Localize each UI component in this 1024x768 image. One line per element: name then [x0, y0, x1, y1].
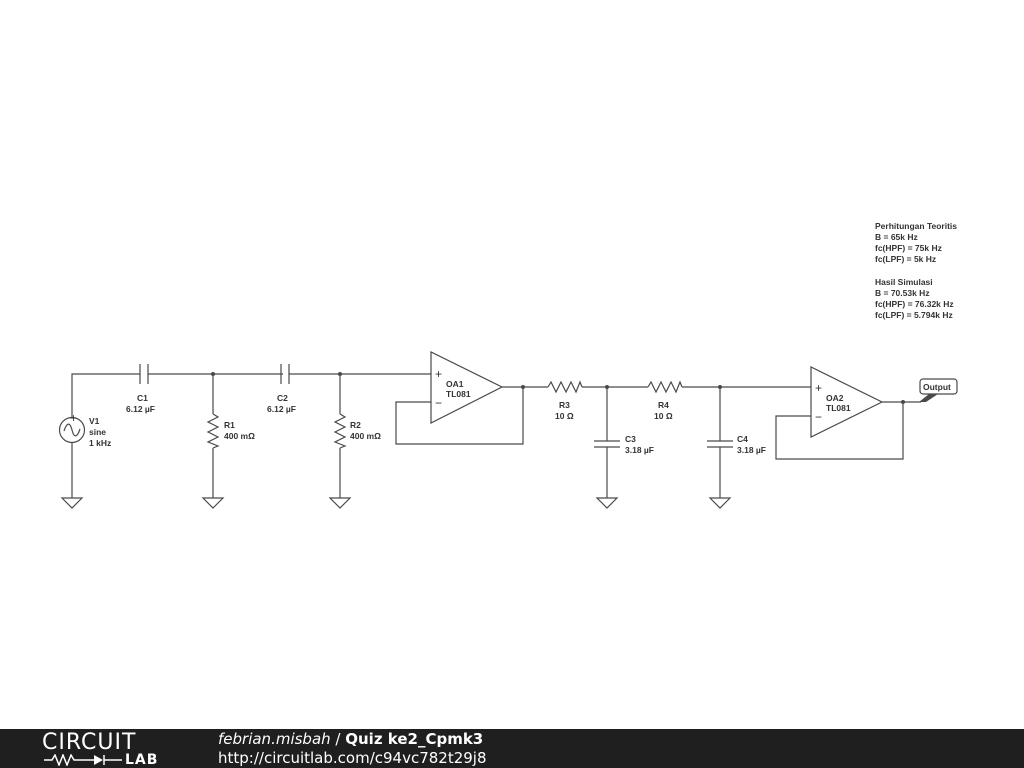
ground-icon [328, 497, 352, 509]
oa1-plus: + [435, 367, 442, 381]
oa2-model: TL081 [826, 403, 851, 413]
junctions [211, 372, 905, 404]
footer-bar: CIRCUIT LAB febrian.misbah / Quiz ke2_Cp… [0, 729, 1024, 768]
resistor-r1[interactable]: R1 400 mΩ [206, 413, 255, 449]
c2-name: C2 [277, 393, 288, 403]
wires [71, 373, 921, 498]
resistor-r2[interactable]: R2 400 mΩ [333, 413, 381, 449]
capacitor-c2[interactable]: C2 6.12 µF [267, 364, 296, 414]
opamp-oa1[interactable]: + − OA1 TL081 [430, 351, 504, 424]
resistor-r3[interactable]: R3 10 Ω [547, 380, 583, 421]
v1-name: V1 [89, 416, 100, 426]
simulation-title: Hasil Simulasi [875, 277, 933, 287]
oa1-minus: − [435, 396, 442, 410]
source-v1[interactable]: + V1 sine 1 kHz [58, 411, 112, 448]
resistor-zigzag-icon [547, 380, 583, 394]
c4-name: C4 [737, 434, 748, 444]
wire-v1-c1 [71, 373, 140, 418]
notes-theory: Perhitungan Teoritis B = 65k Hz fc(HPF) … [875, 221, 957, 264]
sine-source-icon [58, 416, 86, 444]
r3-name: R3 [559, 400, 570, 410]
logo-circuit-text: CIRCUIT [42, 730, 137, 755]
c4-value: 3.18 µF [737, 445, 766, 455]
v1-freq: 1 kHz [89, 438, 111, 448]
project-url-link[interactable]: http://circuitlab.com/c94vc782t29j8 [218, 749, 487, 767]
title-separator: / [330, 730, 346, 748]
output-tag[interactable]: Output [919, 378, 958, 402]
r2-value: 400 mΩ [350, 431, 381, 441]
footer-title: febrian.misbah / Quiz ke2_Cpmk3 [218, 730, 483, 748]
output-label: Output [923, 382, 951, 392]
junction-dot [605, 385, 609, 389]
wire-oa2-feedback [775, 402, 904, 460]
c2-value: 6.12 µF [267, 404, 296, 414]
theory-line: fc(LPF) = 5k Hz [875, 254, 936, 264]
oa1-model: TL081 [446, 389, 471, 399]
resistor-zigzag-icon [647, 380, 683, 394]
resistor-zigzag-icon [333, 413, 347, 449]
author-link[interactable]: febrian.misbah [218, 730, 331, 748]
opamp-triangle-icon [810, 366, 884, 438]
c3-name: C3 [625, 434, 636, 444]
r1-name: R1 [224, 420, 235, 430]
schematic-canvas: + V1 sine 1 kHz C1 6.12 µF C2 6.12 µF R1… [58, 221, 958, 509]
oa2-plus: + [815, 381, 822, 395]
capacitor-c1[interactable]: C1 6.12 µF [126, 364, 155, 414]
r3-value: 10 Ω [555, 411, 574, 421]
logo-lab-text: LAB [125, 752, 159, 768]
junction-dot [901, 400, 905, 404]
capacitor-c3[interactable]: C3 3.18 µF [594, 434, 654, 455]
ground-icon [60, 497, 84, 509]
c1-name: C1 [137, 393, 148, 403]
source-plus: + [70, 411, 77, 425]
output-box [919, 378, 958, 395]
c3-value: 3.18 µF [625, 445, 654, 455]
ground-icon [201, 497, 225, 509]
sine-wave-icon [63, 423, 81, 437]
opamp-oa2[interactable]: + − OA2 TL081 [810, 366, 884, 438]
junction-dot [211, 372, 215, 376]
capacitor-c4[interactable]: C4 3.18 µF [707, 434, 766, 455]
theory-line: B = 65k Hz [875, 232, 918, 242]
opamp-triangle-icon [430, 351, 504, 424]
simulation-line: B = 70.53k Hz [875, 288, 930, 298]
junction-dot [521, 385, 525, 389]
r4-value: 10 Ω [654, 411, 673, 421]
junction-dot [338, 372, 342, 376]
theory-line: fc(HPF) = 75k Hz [875, 243, 942, 253]
simulation-line: fc(HPF) = 76.32k Hz [875, 299, 954, 309]
circuitlab-logo[interactable]: CIRCUIT LAB [42, 730, 182, 768]
logo-circuit-symbol-icon [44, 754, 122, 766]
ground-icon [595, 497, 619, 509]
simulation-line: fc(LPF) = 5.794k Hz [875, 310, 953, 320]
v1-type: sine [89, 427, 106, 437]
resistor-r4[interactable]: R4 10 Ω [647, 380, 683, 421]
oa2-name: OA2 [826, 393, 844, 403]
grounds [60, 497, 732, 509]
oa1-name: OA1 [446, 379, 464, 389]
r4-name: R4 [658, 400, 669, 410]
junction-dot [718, 385, 722, 389]
output-connector-icon [919, 394, 938, 402]
theory-title: Perhitungan Teoritis [875, 221, 957, 231]
project-link[interactable]: Quiz ke2_Cpmk3 [345, 730, 484, 748]
ground-icon [708, 497, 732, 509]
c1-value: 6.12 µF [126, 404, 155, 414]
notes-simulation: Hasil Simulasi B = 70.53k Hz fc(HPF) = 7… [875, 277, 954, 320]
r1-value: 400 mΩ [224, 431, 255, 441]
resistor-zigzag-icon [206, 413, 220, 449]
oa2-minus: − [815, 410, 822, 424]
r2-name: R2 [350, 420, 361, 430]
wire-oa1-feedback [395, 387, 524, 445]
